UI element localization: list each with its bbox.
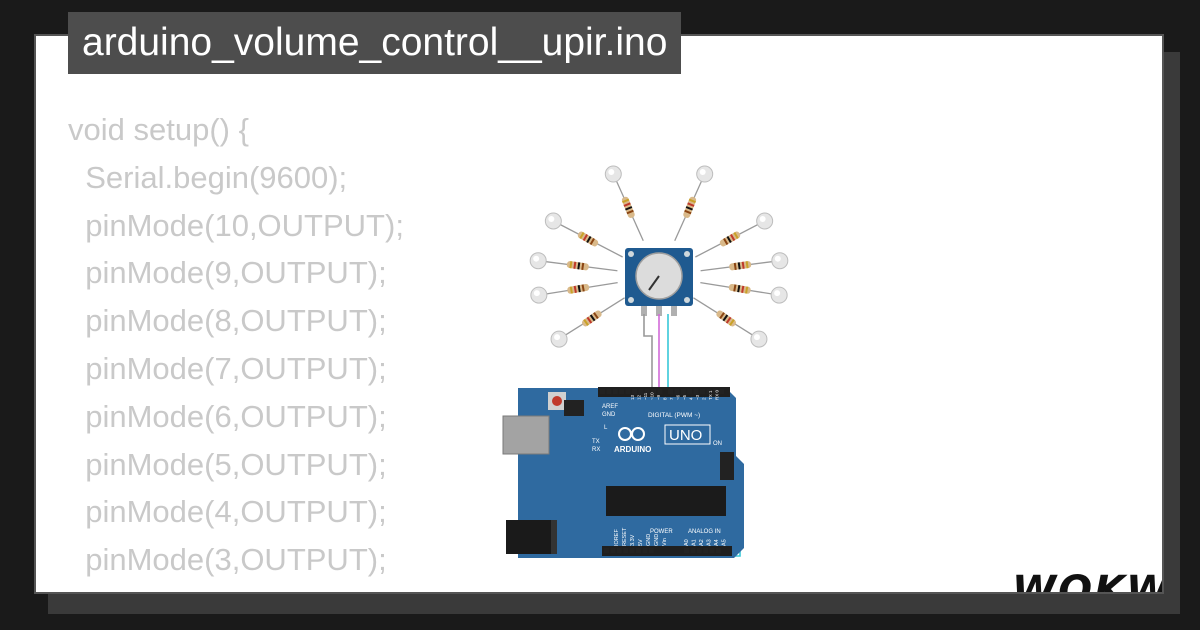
digital-pin-label: ~5 <box>682 394 687 400</box>
led-with-resistor <box>700 281 788 304</box>
usb-port <box>502 415 550 455</box>
code-line: pinMode(8,OUTPUT); <box>68 303 387 339</box>
arduino-logo <box>618 427 645 441</box>
led <box>530 286 548 304</box>
analog-pin-label: A4 <box>714 539 720 546</box>
analog-header-label: ANALOG IN <box>688 529 721 535</box>
digital-header-label: DIGITAL (PWM ~) <box>648 412 700 419</box>
digital-pin-label: ~9 <box>656 394 661 400</box>
analog-pin-label: A2 <box>699 539 705 546</box>
code-preview: void setup() { Serial.begin(9600); pinMo… <box>68 106 404 592</box>
power-pin-label: Vin <box>662 538 668 546</box>
led-with-resistor <box>530 281 618 304</box>
wokwi-logo-text: WOKWi <box>1012 568 1164 594</box>
code-line: void setup() { <box>68 112 249 147</box>
power-pin-label: RESET <box>622 527 628 546</box>
preview-card: void setup() { Serial.begin(9600); pinMo… <box>34 34 1164 594</box>
code-line: pinMode(9,OUTPUT); <box>68 255 387 291</box>
led-with-resistor <box>604 165 644 242</box>
on-label: ON <box>713 441 722 447</box>
led <box>544 212 562 230</box>
gnd-label: GND <box>602 412 616 418</box>
led-with-resistor <box>695 212 774 258</box>
power-jack <box>506 520 554 554</box>
power-pin-label: GND <box>646 534 652 546</box>
digital-pin-label: 12 <box>637 394 642 400</box>
power-pin-label: IOREF <box>614 529 620 546</box>
code-line: pinMode(6,OUTPUT); <box>68 398 387 434</box>
digital-pin-label: RX 0 <box>715 389 720 400</box>
led <box>770 286 788 304</box>
digital-pin-label: 2 <box>702 397 707 400</box>
led <box>756 212 774 230</box>
led <box>550 330 568 348</box>
arduino-brand-label: ARDUINO <box>614 445 651 454</box>
aref-label: AREF <box>602 404 618 410</box>
led <box>529 252 547 270</box>
uno-model-label: UNO <box>669 427 702 444</box>
led <box>604 165 622 183</box>
analog-pin-label: A5 <box>722 539 728 546</box>
code-line: pinMode(5,OUTPUT); <box>68 446 387 482</box>
atmega-chip <box>606 486 726 516</box>
digital-pin-label: ~3 <box>695 394 700 400</box>
circuit-diagram: AREF GND DIGITAL (PWM ~) L TX RX ON ARDU… <box>502 165 789 558</box>
power-header-label: POWER <box>650 529 673 535</box>
led-with-resistor <box>544 212 623 258</box>
arduino-uno-board: AREF GND DIGITAL (PWM ~) L TX RX ON ARDU… <box>502 387 744 558</box>
rx-label: RX <box>592 447 600 453</box>
led-ring <box>529 165 789 348</box>
code-line: pinMode(10,OUTPUT); <box>68 207 404 243</box>
led-with-resistor <box>529 252 618 272</box>
l-led-label: L <box>604 425 608 431</box>
potentiometer <box>625 248 693 316</box>
led-with-resistor <box>550 297 625 348</box>
digital-pin-label: 4 <box>689 397 694 400</box>
analog-pin-label: A3 <box>707 539 713 546</box>
led <box>771 252 789 270</box>
led-with-resistor <box>674 165 714 242</box>
wokwi-logo: WOKWi <box>1008 564 1164 594</box>
power-pin-label: 5V <box>638 539 644 546</box>
sketch-title: arduino_volume_control__upir.ino <box>68 12 682 74</box>
power-pin-label: 3.3V <box>630 534 636 546</box>
analog-pin-label: A1 <box>692 539 698 546</box>
led <box>750 330 768 348</box>
code-line: pinMode(2,OUTPUT); <box>68 584 404 592</box>
analog-pin-label: A0 <box>684 539 690 546</box>
led <box>696 165 714 183</box>
digital-pin-label: 13 <box>630 394 635 400</box>
code-line: pinMode(4,OUTPUT); <box>68 494 387 530</box>
code-line: pinMode(3,OUTPUT); <box>68 542 387 578</box>
led-with-resistor <box>693 297 768 348</box>
digital-pin-label: ~11 <box>643 392 648 400</box>
digital-pin-label: ~10 <box>650 392 655 400</box>
code-line: pinMode(7,OUTPUT); <box>68 350 387 386</box>
power-pin-label: GND <box>654 534 660 546</box>
led-with-resistor <box>700 252 789 272</box>
digital-pin-label: ~6 <box>676 394 681 400</box>
digital-pin-label: 7 <box>669 397 674 400</box>
code-line: Serial.begin(9600); <box>68 159 348 195</box>
digital-pin-label: 8 <box>663 397 668 400</box>
digital-pin-label: TX 1 <box>708 390 713 400</box>
tx-label: TX <box>592 439 600 445</box>
